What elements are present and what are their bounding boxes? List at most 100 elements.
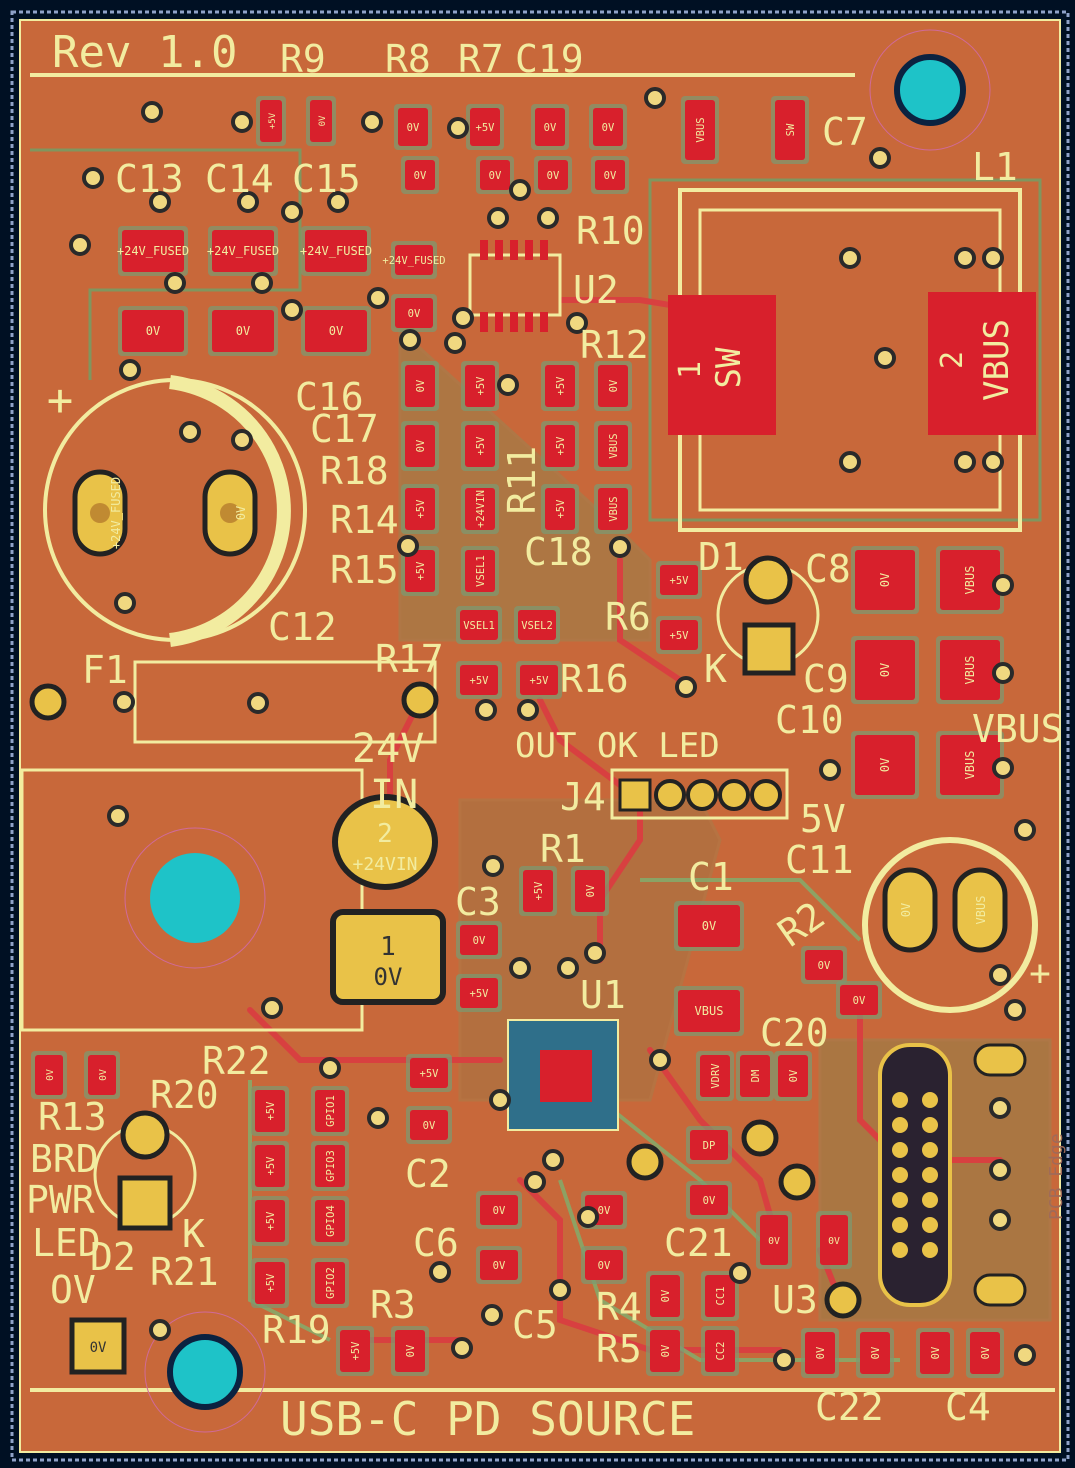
smd-pad	[460, 925, 498, 955]
smd-pad-label: +5V	[415, 499, 427, 519]
smd-pad-label: VSEL1	[475, 555, 487, 587]
smd-pad	[480, 1250, 518, 1280]
smd-pad	[88, 1055, 116, 1095]
via	[327, 191, 349, 213]
via	[577, 1206, 599, 1228]
smd-pad	[405, 365, 435, 407]
smd-pad	[598, 365, 628, 407]
smd-pad-label: 0V	[853, 995, 866, 1007]
smd-pad	[700, 1055, 730, 1097]
smd-pad	[705, 1330, 735, 1372]
smd-pad	[315, 1262, 345, 1304]
smd-pad	[520, 665, 558, 695]
svg-text:1: 1	[673, 361, 708, 379]
via	[497, 374, 519, 396]
smd-pad-label: +5V	[265, 1101, 277, 1121]
silk-c4: C4	[945, 1385, 991, 1429]
smd-pad	[855, 550, 915, 610]
through-hole-pad	[401, 681, 439, 719]
smd-pad	[470, 108, 500, 146]
smd-pad	[260, 100, 282, 142]
silk-24v: 24V	[352, 726, 424, 772]
smd-pad-label: 0V	[930, 1346, 942, 1359]
smd-pad	[970, 1332, 1000, 1374]
smd-pad-label: VBUS	[963, 656, 977, 685]
smd-pad-label: 0V	[788, 1069, 800, 1082]
smd-pad	[940, 735, 1000, 795]
silk-r17: R17	[375, 637, 444, 681]
smd-pad	[593, 108, 623, 146]
smd-pad	[775, 100, 805, 160]
through-hole-pad	[824, 1281, 862, 1319]
via	[281, 201, 303, 223]
smd-pad	[212, 230, 274, 272]
smd-pad	[805, 1332, 835, 1374]
smd-pad	[405, 550, 435, 592]
svg-text:+: +	[1029, 953, 1051, 994]
smd-pad	[405, 488, 435, 530]
via	[954, 451, 976, 473]
via	[452, 307, 474, 329]
led-d2	[93, 1110, 197, 1231]
via	[729, 1262, 751, 1284]
smd-pad	[538, 160, 568, 190]
smd-pad-label: +5V	[265, 1156, 277, 1176]
smd-pad-label: GPIO1	[325, 1095, 337, 1127]
silk-c15: C15	[292, 157, 361, 201]
smd-pad	[398, 108, 428, 146]
silk-c14: C14	[205, 157, 274, 201]
smd-pad-label: VBUS	[695, 117, 707, 142]
smd-pad	[310, 100, 332, 142]
testpoint-0v: 0V	[69, 1317, 127, 1375]
smd-pad	[460, 978, 498, 1008]
via	[475, 699, 497, 721]
silk-out-ok-led: OUT OK LED	[515, 726, 720, 766]
smd-pad-label: +24V_FUSED	[117, 244, 189, 258]
via	[149, 191, 171, 213]
silk-r19: R19	[262, 1308, 331, 1352]
usb-c-connector	[878, 1043, 1027, 1307]
smd-pad	[255, 1090, 285, 1132]
silk-r14: R14	[330, 498, 399, 542]
led-d1	[716, 555, 820, 676]
rev-label: Rev 1.0	[52, 27, 237, 78]
smd-pad-label: +5V	[265, 1273, 277, 1293]
smd-pad-label: +5V	[555, 499, 567, 519]
smd-pad-label: +5V	[670, 575, 690, 587]
silk-c11: C11	[785, 838, 854, 882]
smd-pad-label: 0V	[608, 379, 620, 392]
via	[114, 592, 136, 614]
svg-text:+: +	[47, 375, 74, 426]
through-hole-pad	[29, 683, 67, 721]
via	[509, 957, 531, 979]
silk-r1: R1	[540, 827, 586, 871]
smd-pad-label: GPIO4	[325, 1205, 337, 1237]
smd-pad-label: 0V	[98, 1069, 109, 1081]
silk-u2: U2	[573, 268, 619, 312]
smd-pad	[690, 1185, 728, 1215]
via	[251, 272, 273, 294]
smd-pad	[255, 1262, 285, 1304]
via	[989, 1209, 1011, 1231]
mounting-hole-bottom-left	[144, 1311, 266, 1433]
smd-pad	[705, 1275, 735, 1317]
smd-pad	[465, 550, 495, 592]
pad-text: +24V_FUSED 0V 0V VBUS	[109, 477, 988, 925]
smd-pad-label: 0V	[493, 1260, 506, 1272]
via	[141, 101, 163, 123]
smd-pad-label: +24V_FUSED	[300, 244, 372, 258]
smd-pad	[545, 425, 575, 467]
silk-c5: C5	[512, 1303, 558, 1347]
mounting-hole-top-right	[869, 29, 991, 151]
silk-pwr: PWR	[26, 1178, 95, 1222]
silk-d2: D2	[90, 1235, 136, 1279]
smd-pad-label: +5V	[470, 675, 490, 687]
smd-pad	[598, 488, 628, 530]
jack-pin2-label: +24VIN	[352, 854, 417, 875]
silk-vbus: VBUS	[972, 707, 1064, 751]
smd-pad-label: 0V	[585, 884, 597, 897]
smd-pad	[460, 665, 498, 695]
smd-pad-label: +5V	[533, 881, 545, 901]
via	[367, 287, 389, 309]
